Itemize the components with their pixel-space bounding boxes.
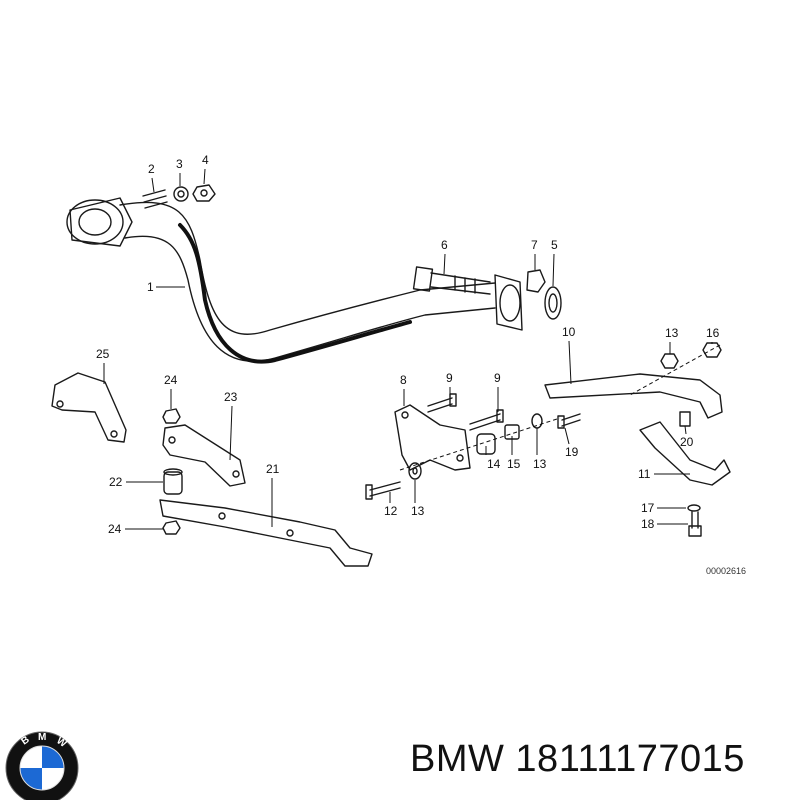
callout-label: 23 (224, 390, 238, 404)
callout-label: 6 (441, 238, 448, 252)
callout-labels: 1 2 3 4 5 6 7 8 9 9 10 11 12 13 (96, 153, 746, 576)
clamp-assembly (544, 342, 731, 537)
callout-label: 21 (266, 462, 280, 476)
support-bar-21 (159, 499, 373, 567)
callout-label: 15 (507, 457, 521, 471)
callout-label: 17 (641, 501, 655, 515)
callout-label: 16 (706, 326, 720, 340)
svg-text:M: M (38, 732, 46, 743)
front-pipe (66, 197, 523, 364)
callout-label: 24 (164, 373, 178, 387)
footer: B M W BMW 18111177015 (0, 700, 800, 800)
callout-label: 2 (148, 162, 155, 176)
callout-label: 25 (96, 347, 110, 361)
callout-label: 9 (446, 371, 453, 385)
callout-label: 22 (109, 475, 123, 489)
exhaust-pipe-diagram: 1 2 3 4 5 6 7 8 9 9 10 11 12 13 (51, 153, 746, 576)
flange-bolt-set (412, 266, 562, 320)
bracket-23 (162, 408, 246, 535)
part-number-caption: BMW 18111177015 (410, 738, 745, 780)
callout-label: 4 (202, 153, 209, 167)
callout-label: 3 (176, 157, 183, 171)
callout-label: 18 (641, 517, 655, 531)
callout-label: 13 (533, 457, 547, 471)
callout-label: 19 (565, 445, 579, 459)
callout-label: 14 (487, 457, 501, 471)
callout-label: 10 (562, 325, 576, 339)
reference-number: 00002616 (706, 566, 746, 576)
callout-label: 7 (531, 238, 538, 252)
callout-label: 20 (680, 435, 694, 449)
callout-label: 11 (638, 467, 651, 481)
callout-label: 1 (147, 280, 154, 294)
callout-label: 13 (411, 504, 425, 518)
bmw-logo: B M W (5, 731, 79, 800)
bracket-25 (51, 372, 127, 443)
flange-fasteners (142, 184, 216, 209)
callout-label: 9 (494, 371, 501, 385)
callout-label: 5 (551, 238, 558, 252)
callout-label: 12 (384, 504, 398, 518)
callout-label: 8 (400, 373, 407, 387)
callout-label: 13 (665, 326, 679, 340)
callout-label: 24 (108, 522, 122, 536)
hanger-bracket-assembly (365, 393, 581, 500)
